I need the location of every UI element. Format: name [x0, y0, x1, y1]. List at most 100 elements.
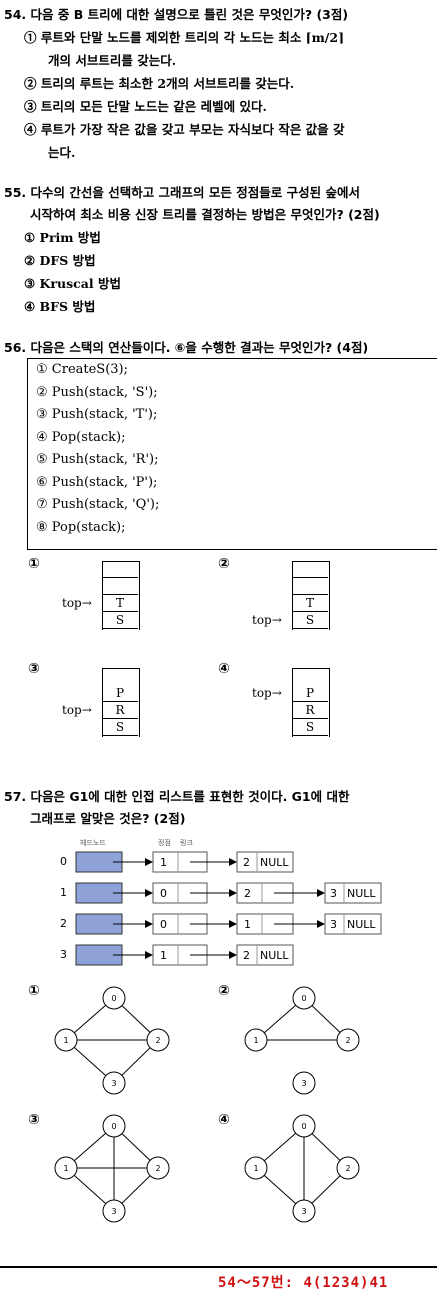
graph-node	[336, 1156, 360, 1180]
graph-node	[244, 1156, 268, 1180]
node-label: 0	[301, 994, 306, 1003]
node-value: 2	[243, 949, 250, 962]
node-label: 0	[301, 1122, 306, 1131]
node-value: 3	[330, 918, 337, 931]
node-value: 1	[244, 918, 251, 931]
column-header-headnode: 헤드노드	[80, 838, 106, 847]
list-node	[324, 882, 382, 904]
question-55: 55. 다수의 간선을 선택하고 그래프의 모든 정점들로 구성된 숲에서 시작…	[4, 182, 435, 318]
option-1: ① Prim 방법	[24, 230, 101, 245]
graph-node	[292, 1114, 316, 1138]
node-label: 2	[345, 1036, 350, 1045]
node-label: 1	[63, 1164, 68, 1173]
option-mark-2: ②	[218, 983, 230, 999]
node-value: 0	[160, 887, 167, 900]
node-label: 1	[253, 1036, 258, 1045]
stack-cell	[102, 578, 138, 595]
option-2: ② 트리의 루트는 최소한 2개의 서브트리를 갖는다.	[24, 76, 295, 91]
graph-node	[54, 1028, 78, 1052]
question-title: 56. 다음은 스택의 연산들이다. ⑥을 수행한 결과는 무엇인가? (4점)	[4, 340, 369, 355]
null-label: NULL	[347, 887, 376, 900]
node-value: 3	[330, 887, 337, 900]
option-mark-3: ③	[28, 661, 40, 677]
graph-node	[102, 1114, 126, 1138]
operation-line: ⑦ Push(stack, 'Q');	[36, 497, 160, 512]
option-4: ④ BFS 방법	[24, 299, 96, 314]
graph-option-4: 0 1 2 3	[244, 1114, 360, 1223]
graph-node	[336, 1028, 360, 1052]
node-label: 0	[111, 994, 116, 1003]
graph-node	[292, 1199, 316, 1223]
stack-cell: R	[102, 702, 138, 719]
question-title-continued: 시작하여 최소 비용 신장 트리를 결정하는 방법은 무엇인가? (2점)	[30, 207, 380, 222]
node-label: 2	[345, 1164, 350, 1173]
graph-node	[102, 986, 126, 1010]
node-value: 2	[244, 887, 251, 900]
stack-operations-box: ① CreateS(3); ② Push(stack, 'S'); ③ Push…	[27, 358, 437, 550]
graph-node	[244, 1028, 268, 1052]
null-label: NULL	[260, 856, 289, 869]
node-label: 3	[301, 1079, 306, 1088]
node-value: 0	[160, 918, 167, 931]
question-title: 54. 다음 중 B 트리에 대한 설명으로 틀린 것은 무엇인가? (3점)	[4, 7, 349, 22]
node-value: 2	[243, 856, 250, 869]
question-57: 57. 다음은 G1에 대한 인접 리스트를 표현한 것이다. G1에 대한 그…	[4, 786, 435, 830]
node-label: 1	[63, 1036, 68, 1045]
option-3: ③ 트리의 모든 단말 노드는 같은 레벨에 있다.	[24, 99, 267, 114]
operation-line: ② Push(stack, 'S');	[36, 384, 158, 400]
node-label: 2	[155, 1036, 160, 1045]
option-1-continued: 개의 서브트리를 갖는다.	[48, 53, 177, 68]
stack-cell: S	[292, 719, 328, 736]
footer-divider	[0, 1266, 437, 1268]
graph-node	[292, 986, 316, 1010]
graph-option-3: 0 1 2 3	[54, 1114, 170, 1223]
list-node	[236, 851, 294, 873]
operation-line: ⑧ Pop(stack);	[36, 519, 126, 535]
option-4: ④ 루트가 가장 작은 값을 갖고 부모는 자식보다 작은 값을 갖	[24, 122, 345, 137]
node-value: 1	[160, 949, 167, 962]
option-3: ③ Kruscal 방법	[24, 276, 121, 291]
node-label: 3	[301, 1207, 306, 1216]
row-index: 0	[60, 855, 67, 868]
column-header-vertex: 정점	[158, 838, 171, 847]
graph-node	[54, 1156, 78, 1180]
answer-key: 54～57번: 4(1234)41	[218, 1275, 389, 1291]
null-label: NULL	[347, 918, 376, 931]
option-mark-1: ①	[28, 556, 40, 572]
stack-cell: P	[292, 685, 328, 702]
option-mark-3: ③	[28, 1112, 40, 1128]
stack-cell: P	[102, 685, 138, 702]
node-label: 3	[111, 1207, 116, 1216]
node-label: 0	[111, 1122, 116, 1131]
question-title: 55. 다수의 간선을 선택하고 그래프의 모든 정점들로 구성된 숲에서	[4, 185, 360, 200]
option-mark-2: ②	[218, 556, 230, 572]
operation-line: ⑥ Push(stack, 'P');	[36, 474, 158, 490]
stack-cell: S	[102, 612, 138, 629]
question-56: 56. 다음은 스택의 연산들이다. ⑥을 수행한 결과는 무엇인가? (4점)	[4, 337, 435, 359]
node-label: 3	[111, 1079, 116, 1088]
stack-cell: T	[292, 595, 328, 612]
operation-line: ① CreateS(3);	[36, 362, 129, 377]
list-node	[236, 944, 294, 966]
operation-line: ⑤ Push(stack, 'R');	[36, 452, 159, 467]
row-index: 2	[60, 917, 67, 930]
top-pointer-label: top→	[62, 596, 92, 610]
graph-node	[146, 1156, 170, 1180]
graph-node	[102, 1199, 126, 1223]
question-title: 57. 다음은 G1에 대한 인접 리스트를 표현한 것이다. G1에 대한	[4, 789, 350, 804]
row-index: 3	[60, 948, 67, 961]
question-title-continued: 그래프로 알맞은 것은? (2점)	[30, 811, 186, 826]
top-pointer-label: top→	[62, 703, 92, 717]
stack-cell: R	[292, 702, 328, 719]
node-label: 1	[253, 1164, 258, 1173]
option-4-continued: 는다.	[48, 145, 76, 160]
stack-cell: S	[102, 719, 138, 736]
top-pointer-label: top→	[252, 613, 282, 627]
list-node	[324, 913, 382, 935]
option-mark-4: ④	[218, 1112, 230, 1128]
null-label: NULL	[260, 949, 289, 962]
stack-cell: T	[102, 595, 138, 612]
row-index: 1	[60, 886, 67, 899]
graph-option-1: 0 1 2 3	[54, 986, 170, 1095]
graph-node	[146, 1028, 170, 1052]
